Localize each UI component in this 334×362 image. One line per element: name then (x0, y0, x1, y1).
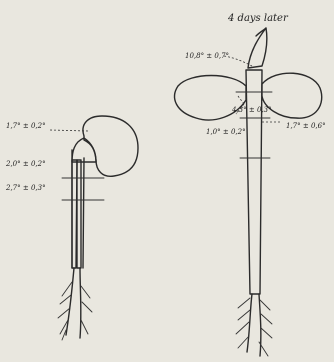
older-roots (236, 294, 272, 356)
young-label-3: 2,7° ± 0,3° (5, 184, 46, 192)
older-label-3: 1,7° ± 0,6° (286, 122, 326, 130)
older-label-2: 4,3° ± 0,3° (231, 106, 272, 114)
older-label-4: 1,0° ± 0,2° (206, 128, 246, 136)
young-seedling (50, 116, 138, 340)
young-label-2: 2,0° ± 0,2° (5, 160, 46, 168)
young-roots (58, 268, 92, 340)
older-seedling (175, 28, 322, 356)
young-label-1: 1,7° ± 0,2° (6, 122, 46, 130)
older-stem (246, 70, 262, 294)
older-label-1: 10,8° ± 0,7° (185, 52, 229, 60)
older-title: 4 days later (227, 13, 289, 24)
